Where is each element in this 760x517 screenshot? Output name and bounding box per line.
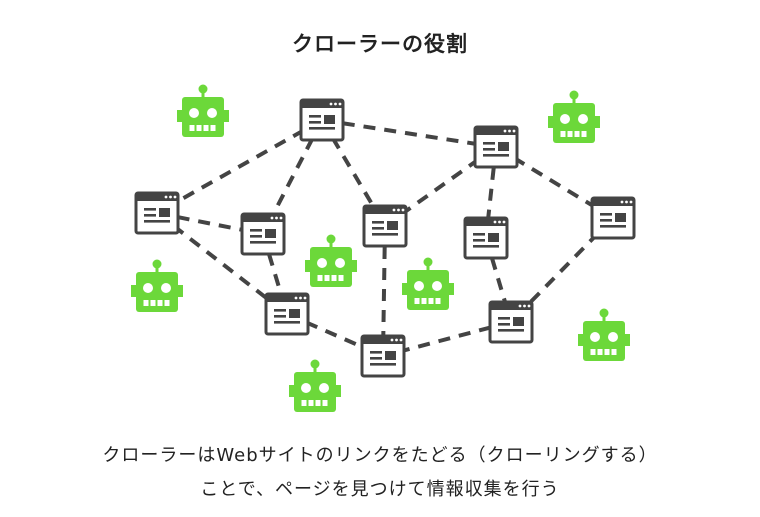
browser-window-icon [362,204,408,248]
browser-window-icon [299,98,345,142]
browser-window-icon [264,292,310,336]
robot-icon [548,90,600,143]
browser-window-icon [590,196,636,240]
robot-icon [578,308,630,361]
robot-icon [305,234,357,287]
link-line [321,118,497,149]
link-line [381,225,387,357]
browser-window-icon [488,300,534,344]
robot-icon [402,257,454,310]
caption-line-2: ことで、ページを見つけて情報収集を行う [200,479,560,500]
browser-window-icon [134,191,180,235]
robot-icon [177,84,229,137]
diagram-title: クローラーの役割 [292,32,468,56]
browser-window-icon [240,212,286,256]
robot-icon [289,359,341,412]
link-line [156,118,323,215]
caption-line-1: クローラーはWebサイトのリンクをたどる（クローリングする） [102,445,658,466]
browser-window-icon [463,216,509,260]
robot-icon [131,259,183,312]
browser-window-icon [360,334,406,378]
link-line [484,146,498,239]
browser-window-icon [473,125,519,169]
